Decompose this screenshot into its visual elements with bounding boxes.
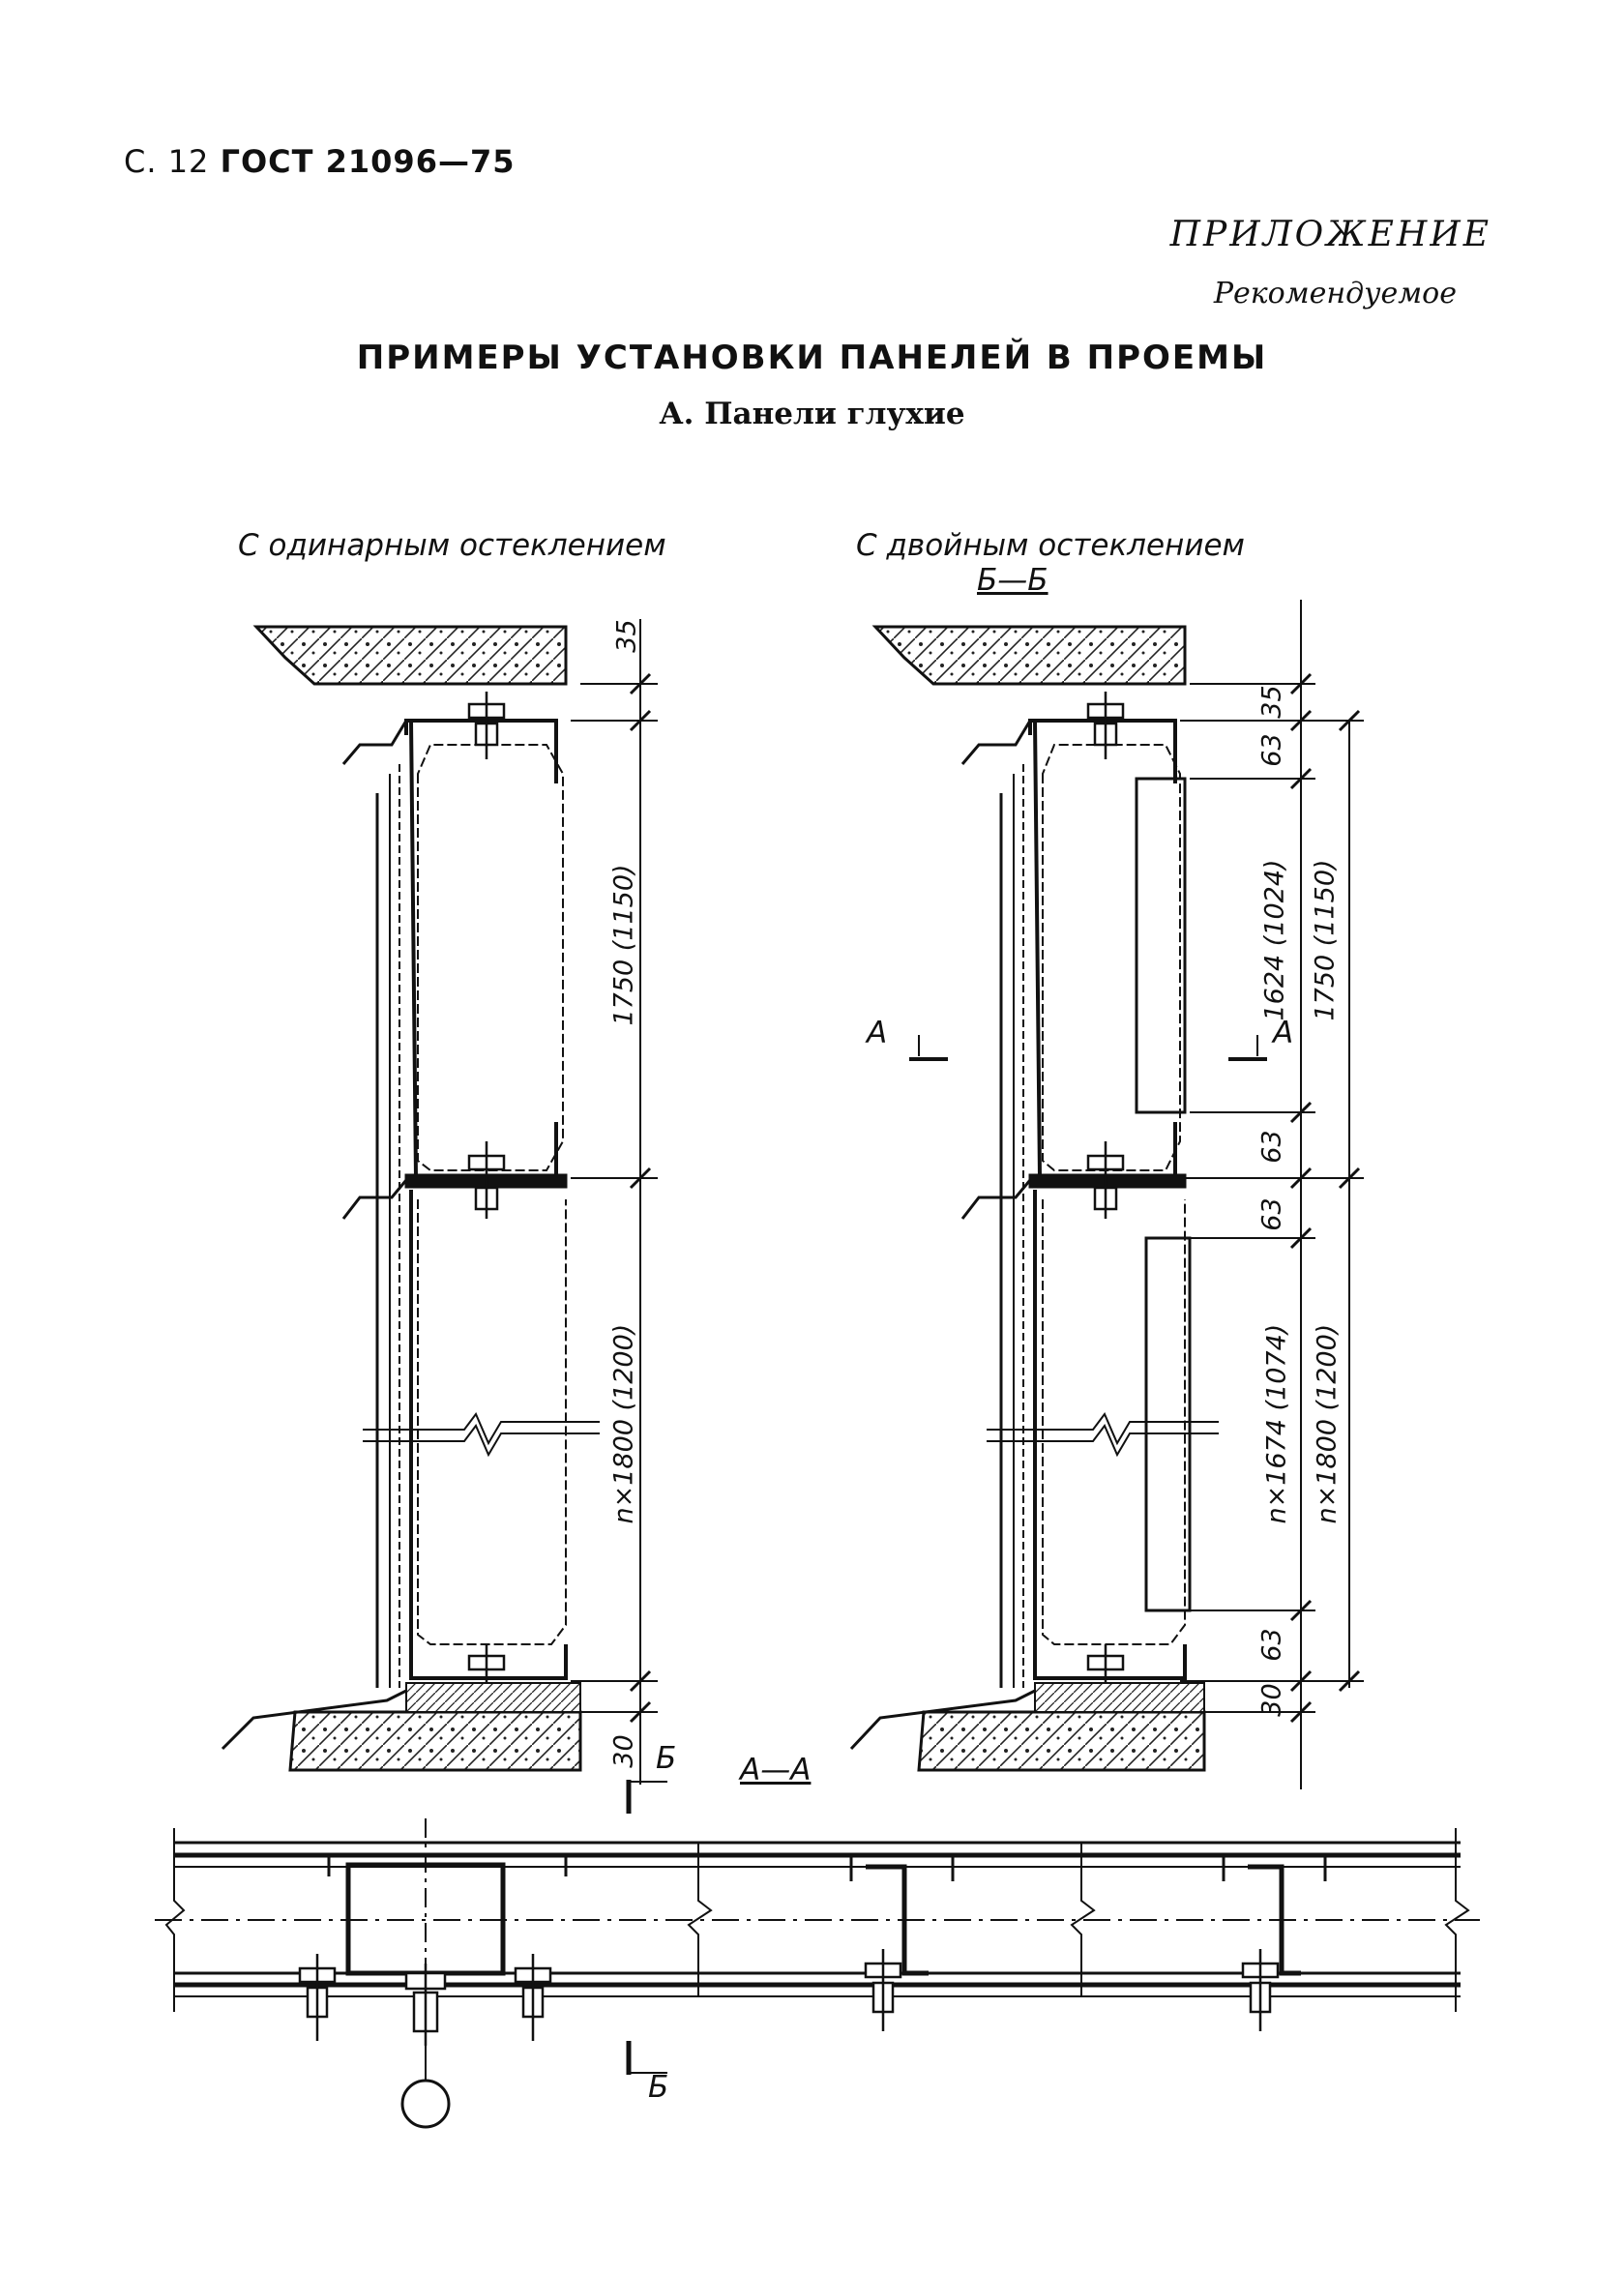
dim-single-upper: 1750 (1150) xyxy=(608,864,639,1026)
double-glazing-label: С двойным остеклением xyxy=(856,528,1245,563)
standard-number: ГОСТ 21096—75 xyxy=(220,143,516,180)
page-header: С. 12 ГОСТ 21096—75 xyxy=(124,143,515,180)
plan-section-aa xyxy=(155,1780,1480,2129)
single-glazing-label: С одинарным остеклением xyxy=(238,528,666,563)
section-aa-label: А—А xyxy=(740,1753,812,1787)
dim-single-top: 35 xyxy=(611,619,642,653)
appendix-subtitle: Рекомендуемое xyxy=(1213,277,1457,310)
double-glazing-section xyxy=(849,600,1364,1789)
section-mark-a-right: А xyxy=(1273,1016,1294,1050)
dim-double-gap3: 63 xyxy=(1256,1197,1287,1231)
dim-double-gap1: 63 xyxy=(1256,733,1287,767)
section-mark-b-bottom: Б xyxy=(648,2070,669,2105)
page-title: ПРИМЕРЫ УСТАНОВКИ ПАНЕЛЕЙ В ПРОЕМЫ xyxy=(356,339,1268,377)
dim-double-gap2: 63 xyxy=(1256,1130,1287,1164)
section-bb-label: Б—Б xyxy=(977,563,1048,598)
dim-double-upper: 1750 (1150) xyxy=(1310,859,1341,1021)
appendix-title: ПРИЛОЖЕНИЕ xyxy=(1169,215,1491,254)
dim-double-glass2: n×1674 (1074) xyxy=(1261,1323,1292,1524)
dim-double-lower: n×1800 (1200) xyxy=(1312,1323,1343,1524)
dim-double-glass1: 1624 (1024) xyxy=(1259,859,1290,1021)
dim-double-gap4: 63 xyxy=(1256,1628,1287,1662)
section-mark-b-top: Б xyxy=(656,1741,677,1776)
dim-single-lower: n×1800 (1200) xyxy=(608,1323,639,1524)
single-glazing-section xyxy=(221,619,658,1785)
dim-single-bottom: 30 xyxy=(608,1734,639,1768)
section-title: А. Панели глухие xyxy=(659,397,965,431)
dim-double-bottom: 30 xyxy=(1256,1683,1287,1717)
section-mark-a-left: А xyxy=(867,1016,888,1050)
page-number: С. 12 xyxy=(124,143,210,180)
